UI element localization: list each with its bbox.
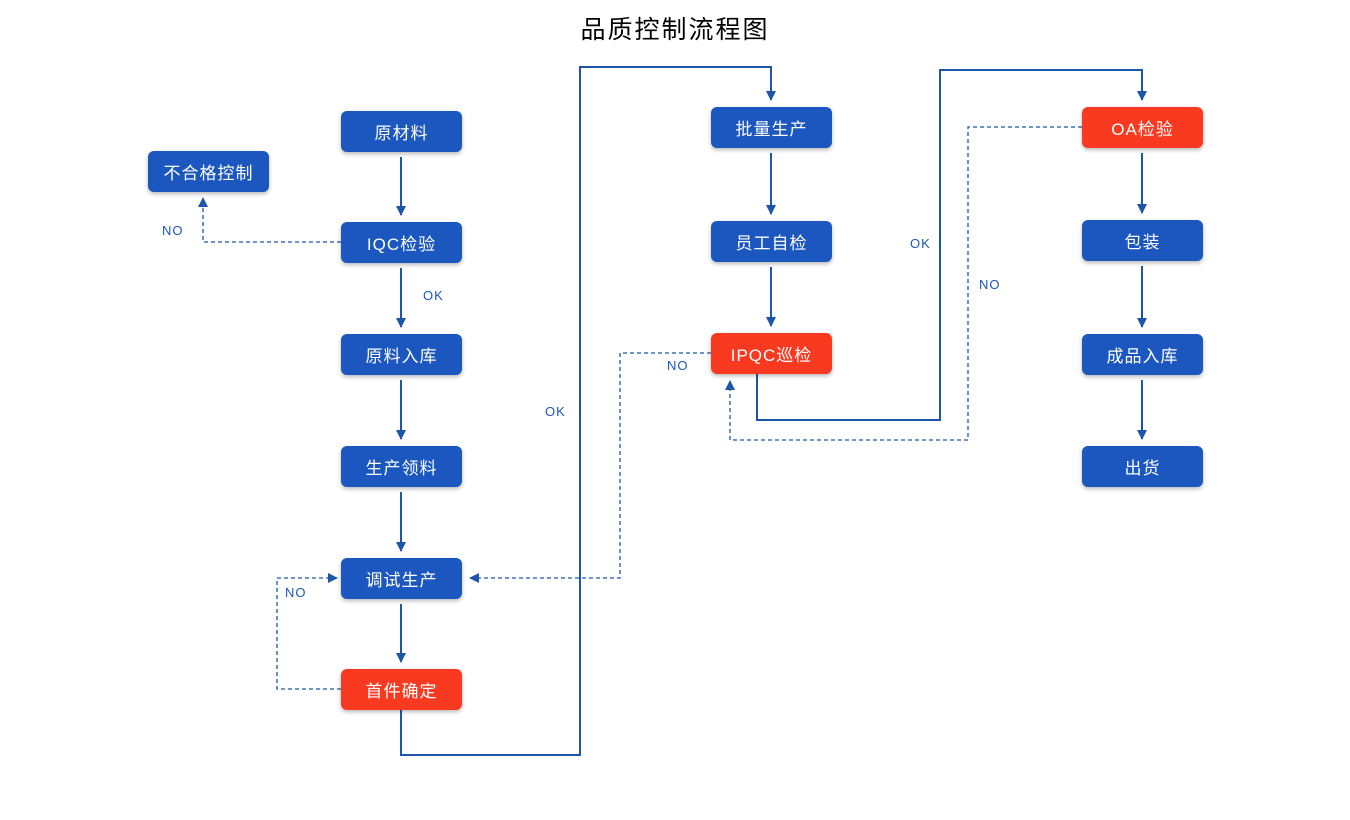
edge-label-ipqc-ok: OK [910, 236, 931, 251]
node-raw-material: 原材料 [341, 111, 462, 152]
node-production-picking: 生产领料 [341, 446, 462, 487]
node-nonconforming-control: 不合格控制 [148, 151, 269, 192]
node-first-article-confirm: 首件确定 [341, 669, 462, 710]
edge-ipqc-to-oa [756, 69, 1147, 421]
node-iqc-inspection: IQC检验 [341, 222, 462, 263]
node-packaging: 包装 [1082, 220, 1203, 261]
edge-iqc-no-to-nonconforming [198, 197, 341, 243]
edge-label-iqc-no: NO [162, 223, 184, 238]
edge-label-ipqc-no: NO [667, 358, 689, 373]
edge-ipqc-no-to-debug [469, 352, 711, 583]
edge-oa-no-to-ipqc [725, 126, 1082, 441]
node-oa-inspection: OA检验 [1082, 107, 1203, 148]
edge-label-first-article-no: NO [285, 585, 307, 600]
node-debug-production: 调试生产 [341, 558, 462, 599]
node-ipqc-inspection: IPQC巡检 [711, 333, 832, 374]
edge-first-article-to-mass-production [400, 66, 776, 756]
edge-first-article-no-to-debug [276, 573, 341, 690]
node-raw-material-warehouse: 原料入库 [341, 334, 462, 375]
edge-label-iqc-ok: OK [423, 288, 444, 303]
page-title: 品质控制流程图 [580, 15, 770, 44]
node-shipping: 出货 [1082, 446, 1203, 487]
node-finished-goods-warehouse: 成品入库 [1082, 334, 1203, 375]
node-mass-production: 批量生产 [711, 107, 832, 148]
edge-label-first-article-ok: OK [545, 404, 566, 419]
edge-label-oa-no: NO [979, 277, 1001, 292]
node-employee-self-check: 员工自检 [711, 221, 832, 262]
